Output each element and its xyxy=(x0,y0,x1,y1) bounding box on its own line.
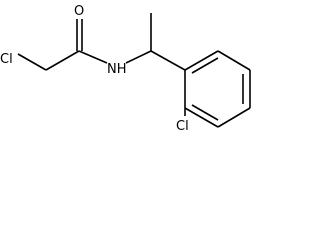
bond-ch-ring xyxy=(150,50,186,71)
atom-label-oxygen: O xyxy=(74,4,84,19)
atom-label-cl-top: Cl xyxy=(0,52,13,67)
atom-label-cl-ring: Cl xyxy=(176,119,189,134)
ring-bond-5 xyxy=(184,107,219,128)
ring-bond-1 xyxy=(184,50,219,71)
bond-nitrogen-ch xyxy=(125,50,152,64)
bond-cl-ch2 xyxy=(17,53,47,71)
bond-carbonyl-nitrogen xyxy=(78,50,108,64)
ring-inner-bond-1 xyxy=(191,57,219,74)
ring-bond-4 xyxy=(217,107,251,128)
ring-inner-bond-3 xyxy=(191,104,219,121)
atom-label-nitrogen: NH xyxy=(107,62,127,77)
ring-bond-2 xyxy=(217,50,251,71)
chemical-structure: Cl O NH Cl xyxy=(0,4,251,134)
bond-ch2-carbonyl xyxy=(45,50,80,71)
